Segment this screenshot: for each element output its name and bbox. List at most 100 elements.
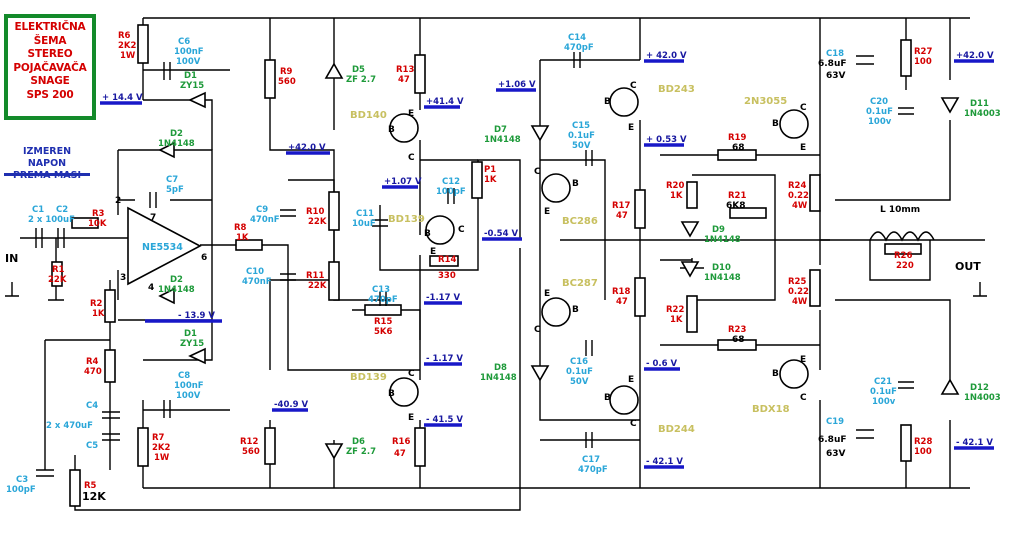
r7-rating: 1W xyxy=(154,453,170,463)
inductor-coil xyxy=(869,231,935,242)
d8-name: D8 xyxy=(494,363,507,373)
r13-value: 47 xyxy=(398,75,410,85)
opamp-ne5534 xyxy=(127,206,202,286)
d5-value: ZF 2.7 xyxy=(346,75,376,85)
r11-name: R11 xyxy=(306,271,324,281)
c21-value: 0.1uF xyxy=(870,387,897,397)
r28-name: R28 xyxy=(914,437,932,447)
opamp-label: NE5534 xyxy=(142,242,183,253)
c6-name: C6 xyxy=(178,37,190,47)
c16-rating: 50V xyxy=(570,377,589,387)
c16-name: C16 xyxy=(570,357,588,367)
bd139b-emitter-letter: E xyxy=(408,413,414,423)
bd139a-emitter-letter: E xyxy=(430,247,436,257)
r26-value: 220 xyxy=(896,261,914,271)
r10-name: R10 xyxy=(306,207,324,217)
title-line-6: SPS 200 xyxy=(26,88,74,101)
2n3055-collector-letter: C xyxy=(800,103,807,113)
r6-name: R6 xyxy=(118,31,131,41)
measurement-note-underline xyxy=(4,173,90,176)
measurement-note-line-1: IZMEREN NAPON xyxy=(22,146,72,169)
d1b-value: ZY15 xyxy=(180,339,204,349)
bd244-base-letter: B xyxy=(604,393,611,403)
r8-name: R8 xyxy=(234,223,247,233)
r10-value: 22K xyxy=(308,217,327,227)
transistor-bd139b-label: BD139 xyxy=(350,372,387,383)
bd243-base-letter: B xyxy=(604,97,611,107)
diode-symbols xyxy=(158,62,960,460)
c8-name: C8 xyxy=(178,371,190,381)
d8-value: 1N4148 xyxy=(480,373,517,383)
voltage-minus-0-6: - 0.6 V xyxy=(646,359,678,369)
title-line-3: STEREO xyxy=(27,48,73,60)
c11-value: 10uF xyxy=(352,219,376,229)
voltage-minus-42-1-b: - 42.1 V xyxy=(956,438,993,448)
r5-name: R5 xyxy=(84,481,97,491)
r14-value: 330 xyxy=(438,271,456,281)
r8-value: 1K xyxy=(236,233,249,243)
r11-value: 22K xyxy=(308,281,327,291)
pin-6-label: 6 xyxy=(201,253,207,263)
bc287-collector-letter: C xyxy=(534,325,541,335)
bd244-emitter-letter: E xyxy=(628,375,634,385)
voltage-minus-1-17-a: -1.17 V xyxy=(426,293,460,303)
c7-name: C7 xyxy=(166,175,178,185)
r23-name: R23 xyxy=(728,325,746,335)
bdx18-emitter-letter: E xyxy=(800,355,806,365)
d10-value: 1N4148 xyxy=(704,273,741,283)
r1-name: R1 xyxy=(52,265,65,275)
c18-value: 6.8uF xyxy=(818,59,847,69)
c5-name: C5 xyxy=(86,441,98,451)
bc287-emitter-letter: E xyxy=(544,289,550,299)
c12-value: 100pF xyxy=(436,187,466,197)
d2a-value: 1N4148 xyxy=(158,139,195,149)
c3-name: C3 xyxy=(16,475,28,485)
d2a-name: D2 xyxy=(170,129,183,139)
r24-rating: 4W xyxy=(792,201,808,211)
r25-name: R25 xyxy=(788,277,806,287)
d12-name: D12 xyxy=(970,383,989,393)
transistor-symbols xyxy=(389,87,809,415)
r28-value: 100 xyxy=(914,447,932,457)
pin-2-label: 2 xyxy=(115,196,121,206)
c6-value: 100nF xyxy=(174,47,204,57)
d1b-name: D1 xyxy=(184,329,197,339)
r23-value: 68 xyxy=(732,335,745,345)
r5-value: 12K xyxy=(82,490,106,503)
d12-value: 1N4003 xyxy=(964,393,1001,403)
voltage-plus-42-0-b: + 42.0 V xyxy=(646,51,687,61)
d2b-value: 1N4148 xyxy=(158,285,195,295)
d6-name: D6 xyxy=(352,437,365,447)
transistor-bd244-label: BD244 xyxy=(658,424,695,435)
voltage-minus-41-5: - 41.5 V xyxy=(426,415,463,425)
c19-value: 6.8uF xyxy=(818,435,847,445)
r3-name: R3 xyxy=(92,209,105,219)
bd244-collector-letter: C xyxy=(630,419,637,429)
r4-value: 470 xyxy=(84,367,102,377)
c20-name: C20 xyxy=(870,97,888,107)
c11-name: C11 xyxy=(356,209,374,219)
voltage-minus-13-9: - 13.9 V xyxy=(178,311,215,321)
c14-value: 470pF xyxy=(564,43,594,53)
voltage-plus-1-06: +1.06 V xyxy=(498,80,536,90)
r1-value: 22K xyxy=(48,275,67,285)
c15-name: C15 xyxy=(572,121,590,131)
r2-value: 1K xyxy=(92,309,105,319)
transistor-bc287-label: BC287 xyxy=(562,278,598,289)
c15-value: 0.1uF xyxy=(568,131,595,141)
voltage-plus-41-4: +41.4 V xyxy=(426,97,464,107)
d5-name: D5 xyxy=(352,65,365,75)
c4c5-value: 2 x 470uF xyxy=(46,421,93,431)
voltage-plus-42-0-a: +42.0 V xyxy=(288,143,326,153)
r6-value: 2K2 xyxy=(118,41,137,51)
r17-value: 47 xyxy=(616,211,628,221)
wiring xyxy=(20,17,985,511)
c18-name: C18 xyxy=(826,49,844,59)
r9-value: 560 xyxy=(278,77,296,87)
bd139b-collector-letter: C xyxy=(408,369,415,379)
transistor-bd139a-label: BD139 xyxy=(388,214,425,225)
r6-rating: 1W xyxy=(120,51,136,61)
capacitor-plates xyxy=(35,52,914,477)
d9-value: 1N4148 xyxy=(704,235,741,245)
c10-name: C10 xyxy=(246,267,264,277)
